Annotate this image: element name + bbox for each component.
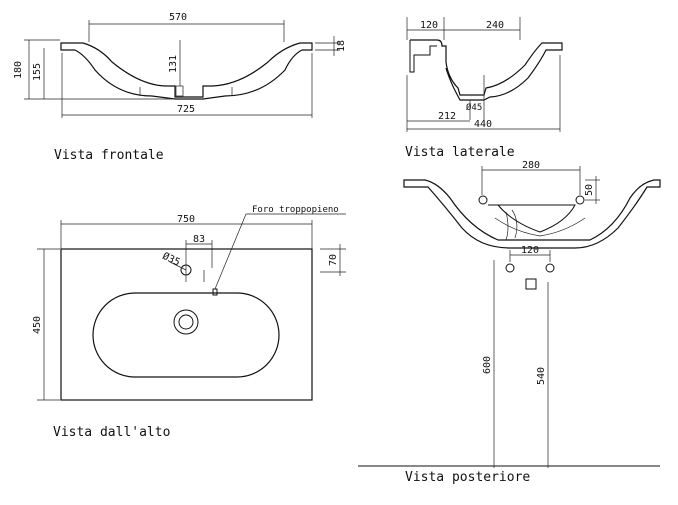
side-view: 120 240 212 440 Ø45 Vista laterale xyxy=(405,17,563,160)
side-dim-diameter: Ø45 xyxy=(466,102,482,113)
overflow-label: Foro troppopieno xyxy=(252,205,339,215)
side-view-caption: Vista laterale xyxy=(405,145,515,160)
top-dim-70: 70 xyxy=(328,254,339,266)
side-dim-212: 212 xyxy=(438,111,456,122)
side-dim-240: 240 xyxy=(486,20,504,31)
rear-view-caption: Vista posteriore xyxy=(405,470,530,485)
top-view-caption: Vista dall'alto xyxy=(53,425,170,440)
rear-view: 280 50 120 600 540 Vista posteriore xyxy=(358,160,661,485)
front-view-caption: Vista frontale xyxy=(54,148,164,163)
top-dim-450: 450 xyxy=(32,316,43,334)
rear-dim-280: 280 xyxy=(522,160,540,171)
front-dim-570: 570 xyxy=(169,12,187,23)
front-dim-131: 131 xyxy=(168,55,179,73)
front-dim-725: 725 xyxy=(177,104,195,115)
top-view: 750 83 Ø35 450 70 Foro troppopieno Vista… xyxy=(32,205,346,440)
side-dim-440: 440 xyxy=(474,119,492,130)
side-dim-120: 120 xyxy=(420,20,438,31)
front-view: 570 725 180 155 131 18 Vista frontale xyxy=(13,12,347,163)
top-dim-750: 750 xyxy=(177,214,195,225)
rear-dim-600: 600 xyxy=(482,356,493,374)
rear-dim-50: 50 xyxy=(584,184,595,196)
top-dim-diameter: Ø35 xyxy=(161,250,182,269)
front-dim-180: 180 xyxy=(13,61,24,79)
top-dim-83: 83 xyxy=(193,234,205,245)
front-dim-18: 18 xyxy=(336,40,347,52)
front-dim-155: 155 xyxy=(32,63,43,81)
rear-dim-540: 540 xyxy=(536,367,547,385)
rear-dim-120: 120 xyxy=(521,245,539,256)
